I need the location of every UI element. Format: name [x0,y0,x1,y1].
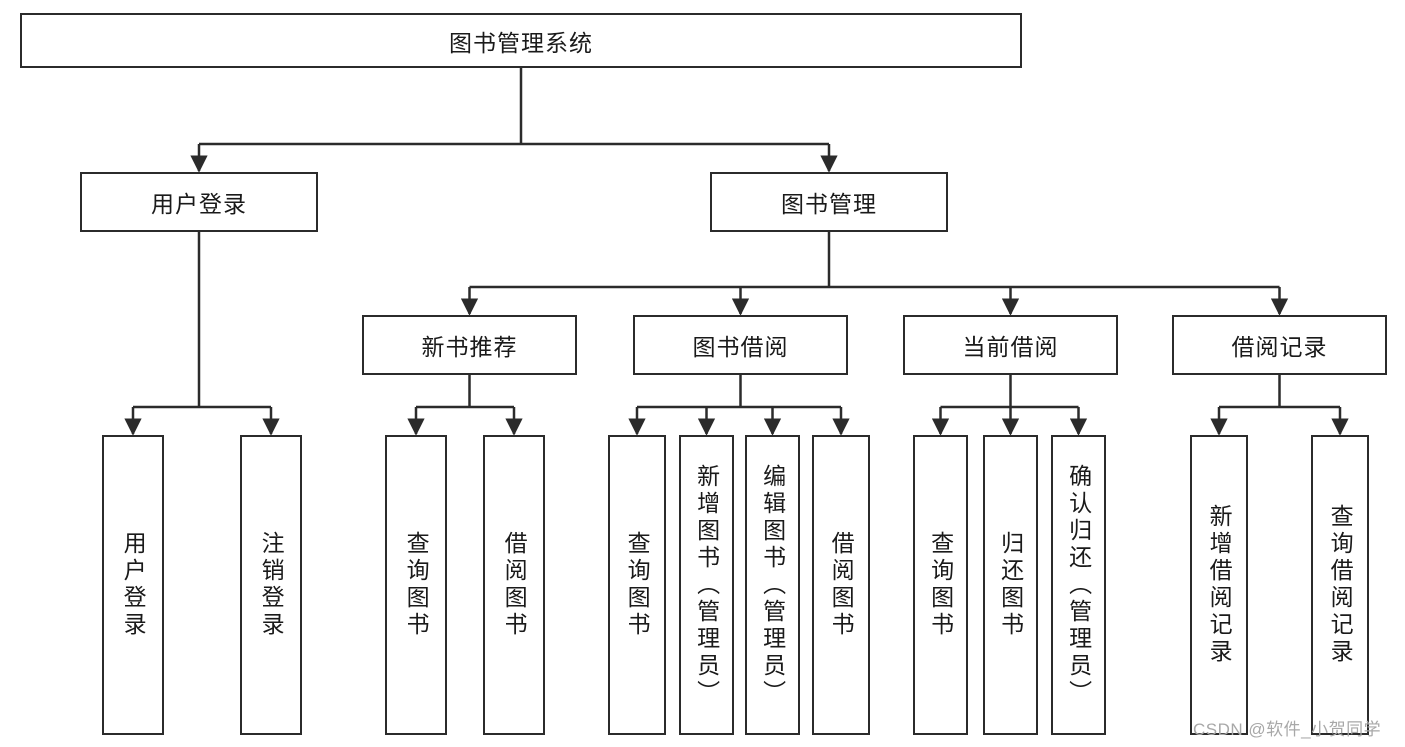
node-leaf-11[interactable]: 新增借阅记录 [1190,435,1248,735]
node-leaf-1-label: 注销登录 [258,531,285,639]
node-leaf-5[interactable]: 新增图书（管理员） [679,435,734,735]
node-leaf-7-label: 借阅图书 [828,531,855,639]
node-leaf-9-label: 归还图书 [997,531,1024,639]
node-leaf-7[interactable]: 借阅图书 [812,435,870,735]
node-level2-1-label: 图书借阅 [692,334,789,360]
node-root-0-label: 图书管理系统 [449,29,593,56]
node-root-0[interactable]: 图书管理系统 [20,13,1022,68]
node-leaf-6-label: 编辑图书（管理员） [759,463,786,707]
node-leaf-11-label: 新增借阅记录 [1206,504,1233,666]
node-level1-1[interactable]: 图书管理 [710,172,948,232]
node-level2-2-label: 当前借阅 [962,334,1059,360]
node-leaf-4-label: 查询图书 [624,531,651,639]
node-level2-2[interactable]: 当前借阅 [903,315,1118,375]
node-level2-0[interactable]: 新书推荐 [362,315,577,375]
node-level2-0-label: 新书推荐 [421,334,518,360]
node-level2-1[interactable]: 图书借阅 [633,315,848,375]
node-leaf-2-label: 查询图书 [403,531,430,639]
node-level1-0[interactable]: 用户登录 [80,172,318,232]
node-leaf-2[interactable]: 查询图书 [385,435,447,735]
node-leaf-10[interactable]: 确认归还（管理员） [1051,435,1106,735]
node-level1-1-label: 图书管理 [781,191,877,217]
node-leaf-6[interactable]: 编辑图书（管理员） [745,435,800,735]
node-leaf-4[interactable]: 查询图书 [608,435,666,735]
node-leaf-8-label: 查询图书 [927,531,954,639]
node-leaf-3-label: 借阅图书 [501,531,528,639]
node-level2-3-label: 借阅记录 [1231,334,1328,360]
node-level2-3[interactable]: 借阅记录 [1172,315,1387,375]
node-leaf-10-label: 确认归还（管理员） [1065,463,1092,707]
node-level1-0-label: 用户登录 [151,191,247,217]
node-leaf-8[interactable]: 查询图书 [913,435,968,735]
csdn-watermark: CSDN @软件_小贺同学 [1193,720,1382,739]
node-leaf-12[interactable]: 查询借阅记录 [1311,435,1369,735]
node-leaf-0-label: 用户登录 [120,531,147,639]
node-leaf-3[interactable]: 借阅图书 [483,435,545,735]
node-leaf-9[interactable]: 归还图书 [983,435,1038,735]
node-leaf-5-label: 新增图书（管理员） [693,463,720,707]
node-leaf-12-label: 查询借阅记录 [1327,504,1354,666]
node-leaf-1[interactable]: 注销登录 [240,435,302,735]
node-leaf-0[interactable]: 用户登录 [102,435,164,735]
